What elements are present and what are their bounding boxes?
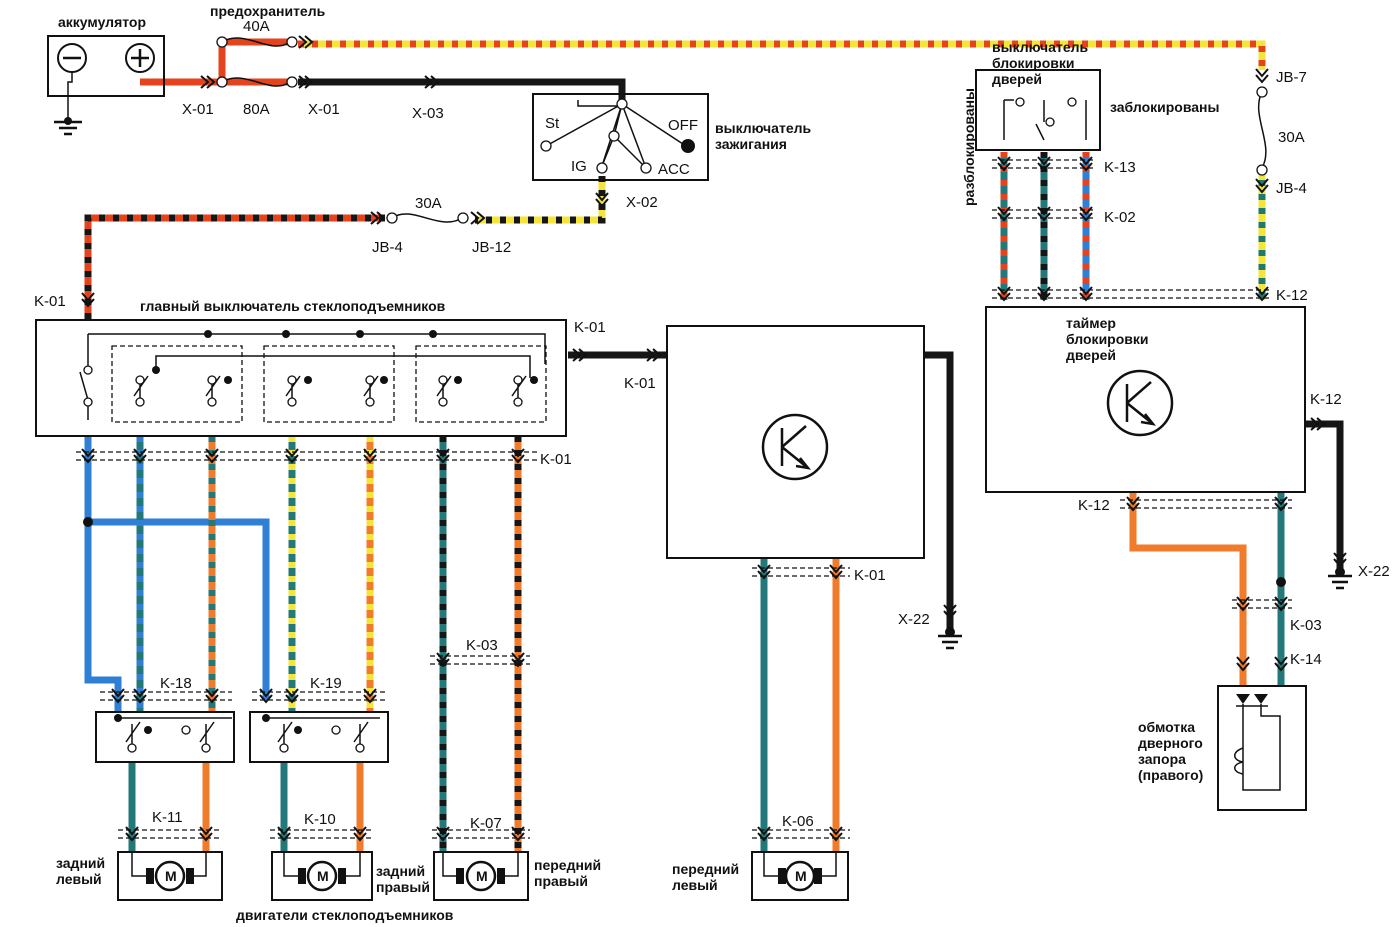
rear-right-label-2: правый <box>376 879 430 895</box>
main-window-switch: главный выключатель стеклоподъемников K-… <box>35 298 661 527</box>
doorlock-label-2: блокировки <box>992 55 1075 71</box>
coil-label-3: запора <box>1138 751 1186 767</box>
ignition-label-1: выключатель <box>715 120 812 136</box>
k01-right-bottom-label: K-01 <box>540 451 572 468</box>
door-lock-coil: обмотка дверного запора (правого) <box>1138 685 1307 811</box>
doorlock-label-1: выключатель <box>992 39 1089 55</box>
x01b-label: X-01 <box>308 101 340 118</box>
wire-80a-black <box>298 78 626 104</box>
k14-label: K-14 <box>1290 651 1322 668</box>
fuse-40a-label: 40A <box>243 18 270 35</box>
fuse-title: предохранитель <box>210 3 326 19</box>
motor-rear-left: M <box>117 851 223 901</box>
ignition-switch: St OFF IG ACC выключатель зажигания X-02 <box>532 93 812 211</box>
k07-label: K-07 <box>470 815 502 832</box>
door-lock-timer: таймер блокировки дверей K K-12 K-12 X-2… <box>985 306 1390 671</box>
wire-ig-yellow <box>475 176 606 224</box>
ignition-label-2: зажигания <box>715 136 787 152</box>
k01-main-left-label: K-01 <box>34 293 66 310</box>
door-lock-switch: выключатель блокировки дверей заблокиров… <box>961 39 1272 301</box>
x01a-label: X-01 <box>182 101 214 118</box>
k02-label: K-02 <box>1104 209 1136 226</box>
wire-battery-red <box>140 38 290 86</box>
front-right-label-2: правый <box>534 873 588 889</box>
wires <box>84 38 1344 852</box>
fuse-30a-window: 30A JB-4 JB-12 K-01 <box>34 195 511 310</box>
motor-rear-right: M <box>271 851 373 901</box>
x22-right-label: X-22 <box>1358 563 1390 580</box>
jb4a-label: JB-4 <box>372 239 403 256</box>
k12-bottom-label: K-12 <box>1078 497 1110 514</box>
rear-right-label-1: задний <box>376 863 425 879</box>
coil-label-4: (правого) <box>1138 767 1203 783</box>
k01-relay-bottom-label: K-01 <box>854 567 886 584</box>
motor-label: M <box>165 868 177 884</box>
k12-right-label: K-12 <box>1310 391 1342 408</box>
motor-label: M <box>476 868 488 884</box>
rear-left-label-1: задний <box>56 855 105 871</box>
battery-label: аккумулятор <box>58 14 146 30</box>
fuse-30b-label: 30A <box>1278 129 1305 146</box>
window-motors: K-11 K-10 K-07 K-06 M M M <box>56 809 850 923</box>
k10-label: K-10 <box>304 811 336 828</box>
jb7-label: JB-7 <box>1276 69 1307 86</box>
jb12-label: JB-12 <box>472 239 511 256</box>
acc-label: ACC <box>658 161 690 178</box>
x22-mid-label: X-22 <box>898 611 930 628</box>
rear-window-switches: K-18 K-19 K-03 <box>95 637 530 763</box>
motor-label: M <box>317 868 329 884</box>
fuse-80a-label: 80A <box>243 101 270 118</box>
timer-label-1: таймер <box>1066 315 1116 331</box>
timer-label-3: дверей <box>1066 347 1116 363</box>
k03-mid-label: K-03 <box>466 637 498 654</box>
fuse-30a-timer: JB-7 30A JB-4 K-12 <box>1255 68 1308 304</box>
grounds <box>54 96 1352 650</box>
jb4b-label: JB-4 <box>1276 180 1307 197</box>
rear-left-label-2: левый <box>56 871 102 887</box>
k01-bus-label: K-01 <box>624 375 656 392</box>
main-switch-label: главный выключатель стеклоподъемников <box>140 298 446 314</box>
locked-label: заблокированы <box>1110 99 1219 115</box>
ig-label: IG <box>571 158 587 175</box>
wire-40a-yellow <box>298 40 1266 70</box>
front-left-label-1: передний <box>672 861 739 877</box>
k13-label: K-13 <box>1104 159 1136 176</box>
motor-label: M <box>795 868 807 884</box>
doorlock-label-3: дверей <box>992 71 1042 87</box>
battery: аккумулятор <box>47 14 165 97</box>
x02-label: X-02 <box>626 194 658 211</box>
st-label: St <box>545 115 560 132</box>
motor-front-left: M <box>751 851 849 901</box>
coil-label-2: дверного <box>1138 735 1203 751</box>
front-left-label-2: левый <box>672 877 718 893</box>
off-label: OFF <box>668 117 698 134</box>
timer-label-2: блокировки <box>1066 331 1149 347</box>
front-right-label-1: передний <box>534 857 601 873</box>
window-relay: K K-01 X-22 <box>666 325 957 628</box>
x03-label: X-03 <box>412 105 444 122</box>
k18-label: K-18 <box>160 675 192 692</box>
motor-front-right: M <box>433 851 529 901</box>
k06-label: K-06 <box>782 813 814 830</box>
k12-top-label: K-12 <box>1276 287 1308 304</box>
k19-label: K-19 <box>310 675 342 692</box>
k11-label: K-11 <box>152 809 183 826</box>
main-fuses: предохранитель 40A 80A X-01 X-01 X-03 <box>182 3 444 122</box>
wire-blue <box>84 436 122 712</box>
k03-right-label: K-03 <box>1290 617 1322 634</box>
fuse-30a-label: 30A <box>415 195 442 212</box>
k01-right-top-label: K-01 <box>574 319 606 336</box>
unlocked-label: разблокированы <box>961 88 977 206</box>
motors-caption: двигатели стеклоподъемников <box>236 907 454 923</box>
coil-label-1: обмотка <box>1138 719 1195 735</box>
